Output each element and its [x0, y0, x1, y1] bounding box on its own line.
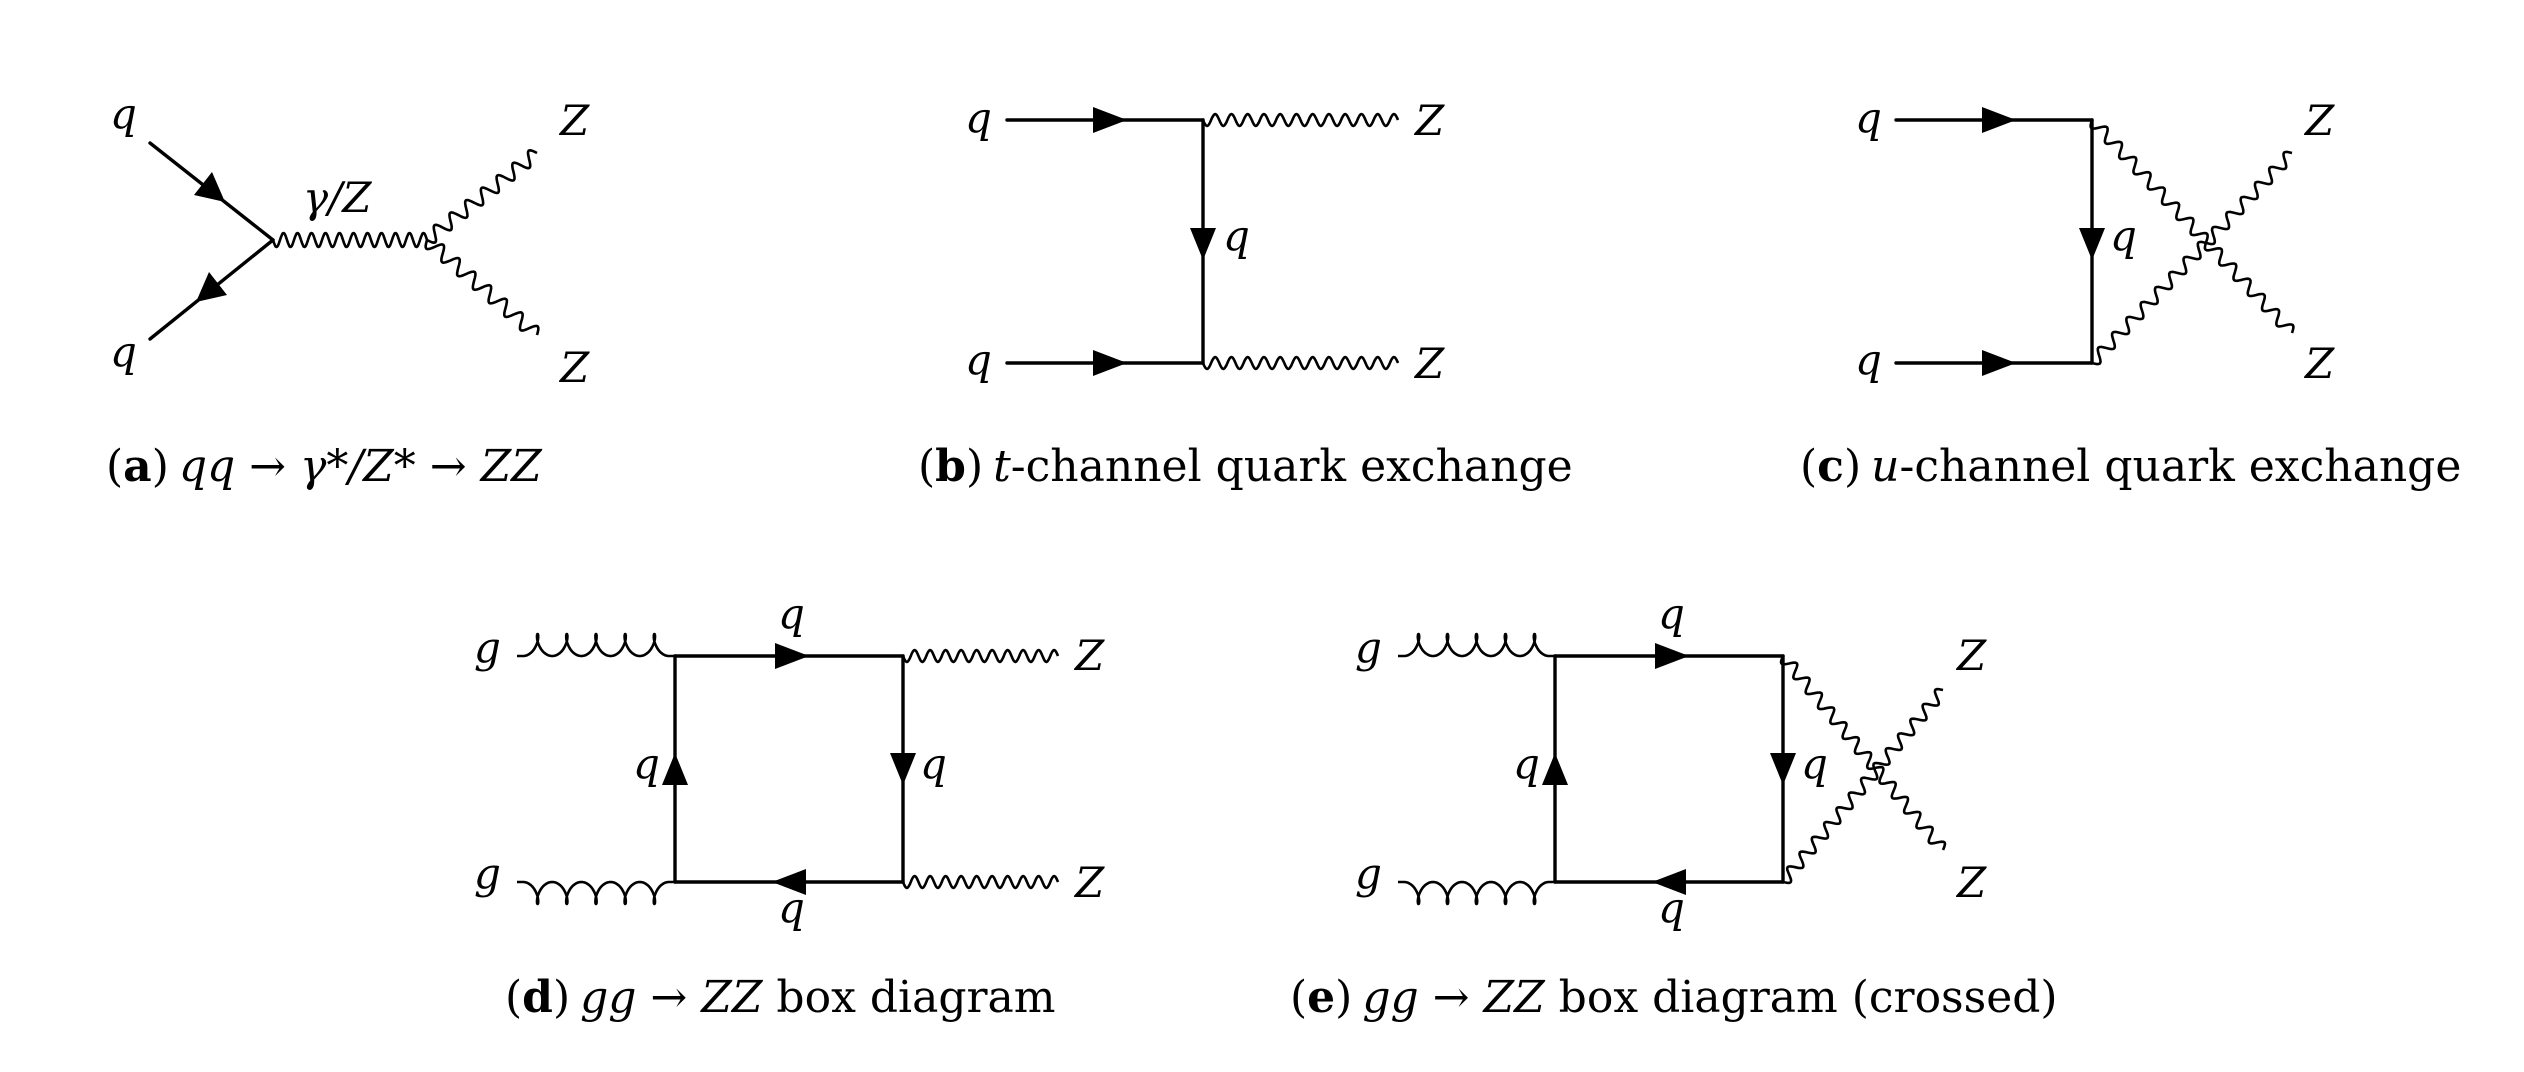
label-z-top-a: Z: [558, 96, 590, 145]
z-boson-top-a: [427, 150, 537, 242]
arrow-d-left: [662, 753, 688, 785]
label-g-top-e: g: [1355, 623, 1382, 672]
arrow-e-left: [1542, 753, 1568, 785]
caption-e: (e)gg → ZZ box diagram (crossed): [1290, 972, 2058, 1023]
gluon-top-d: [517, 634, 675, 656]
arrow-c-bottom: [1982, 350, 2016, 376]
arrow-d-top: [775, 643, 809, 669]
label-z-bottom-c: Z: [2303, 339, 2335, 388]
label-z-top-d: Z: [1073, 631, 1105, 680]
photon-z-propagator-a: [273, 233, 427, 247]
arrow-d-right: [890, 753, 916, 785]
label-q-top-e: q: [1658, 589, 1685, 638]
z-boson-bottom-b: [1203, 357, 1398, 369]
caption-d: (d)gg → ZZ box diagram: [505, 972, 1056, 1023]
label-g-bottom-d: g: [474, 849, 501, 898]
label-q-bottom-d: q: [778, 883, 805, 932]
caption-a: (a)qq → γ*/Z* → ZZ: [106, 441, 543, 492]
arrow-b-top: [1093, 107, 1127, 133]
arrow-a-bottom: [196, 272, 227, 302]
label-z-bottom-e: Z: [1955, 858, 1987, 907]
label-q-top-d: q: [778, 589, 805, 638]
label-propagator-a: γ/Z: [303, 173, 372, 222]
diagram-e: g g q q q q Z Z (e)gg → ZZ box diagram (…: [1290, 589, 2058, 1023]
label-q-left-d: q: [633, 739, 660, 788]
label-q-bottom-c: q: [1855, 335, 1882, 384]
label-z-bottom-a: Z: [558, 343, 590, 392]
label-q-right-e: q: [1801, 739, 1828, 788]
arrow-c-top: [1982, 107, 2016, 133]
arrow-c-exchange: [2079, 228, 2105, 260]
caption-b: (b)t-channel quark exchange: [918, 441, 1573, 492]
diagram-a: q q γ/Z Z Z (a)qq → γ*/Z* → ZZ: [106, 89, 590, 492]
label-z-top-e: Z: [1955, 631, 1987, 680]
z-boson-top-b: [1203, 114, 1398, 126]
arrow-b-exchange: [1190, 228, 1216, 260]
label-g-top-d: g: [474, 623, 501, 672]
gluon-bottom-e: [1398, 882, 1555, 904]
label-q-exchange-c: q: [2110, 211, 2137, 260]
label-q-top-a: q: [110, 89, 137, 138]
diagram-b: q q q Z Z (b)t-channel quark exchange: [918, 93, 1573, 492]
z-boson-bottom-a: [426, 240, 539, 335]
arrow-e-top: [1655, 643, 1689, 669]
label-q-bottom-b: q: [965, 335, 992, 384]
gluon-top-e: [1398, 634, 1555, 656]
label-z-bottom-b: Z: [1413, 339, 1445, 388]
diagram-d: g g q q q q Z Z (d)gg → ZZ box diagram: [474, 589, 1105, 1023]
label-q-top-c: q: [1855, 93, 1882, 142]
arrow-b-bottom: [1093, 350, 1127, 376]
gluon-bottom-d: [517, 882, 675, 904]
diagram-c: q q q Z Z (c)u-channel quark exchange: [1800, 93, 2461, 492]
label-q-exchange-b: q: [1223, 211, 1250, 260]
label-z-top-c: Z: [2303, 96, 2335, 145]
label-g-bottom-e: g: [1355, 849, 1382, 898]
label-q-left-e: q: [1513, 739, 1540, 788]
caption-c: (c)u-channel quark exchange: [1800, 441, 2461, 492]
label-z-bottom-d: Z: [1073, 858, 1105, 907]
label-z-top-b: Z: [1413, 96, 1445, 145]
z-boson-bottom-d: [903, 876, 1058, 888]
arrow-e-right: [1770, 753, 1796, 785]
label-q-right-d: q: [920, 739, 947, 788]
label-q-bottom-e: q: [1658, 883, 1685, 932]
label-q-top-b: q: [965, 93, 992, 142]
z-boson-top-d: [903, 650, 1058, 662]
label-q-bottom-a: q: [110, 327, 137, 376]
arrow-a-top: [194, 172, 225, 202]
